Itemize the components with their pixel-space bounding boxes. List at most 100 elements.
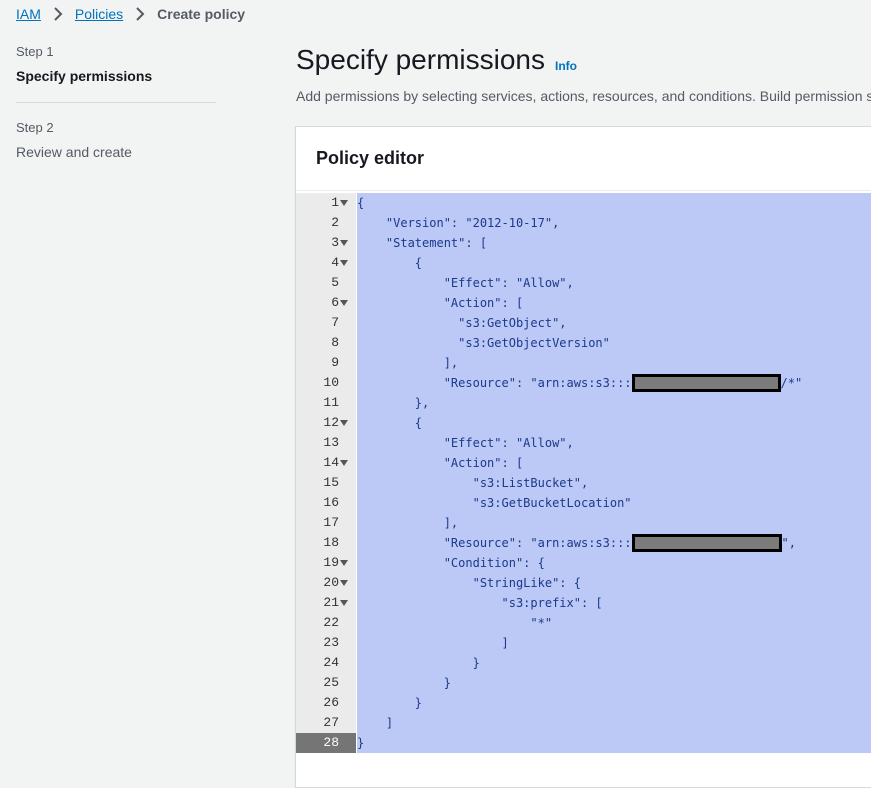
code-text: } [357, 696, 423, 710]
line-number-row: 21 [296, 593, 356, 613]
code-line: "Effect": "Allow", [357, 433, 871, 453]
code-text: "Action": [ [357, 296, 524, 310]
page-description: Add permissions by selecting services, a… [296, 88, 871, 104]
line-number-row: 6 [296, 293, 356, 313]
code-text: { [357, 196, 365, 210]
code-text: "Effect": "Allow", [357, 436, 574, 450]
line-number: 14 [323, 455, 339, 470]
line-number-row: 23 [296, 633, 356, 653]
line-number: 4 [331, 255, 339, 270]
line-number-row: 25 [296, 673, 356, 693]
code-text: ", [781, 536, 796, 550]
line-number-row: 10 [296, 373, 356, 393]
breadcrumb-iam-link[interactable]: IAM [16, 6, 41, 22]
fold-arrow-icon[interactable] [340, 560, 348, 566]
line-number-row: 24 [296, 653, 356, 673]
code-text: "StringLike": { [357, 576, 581, 590]
line-number-row: 28 [296, 733, 356, 753]
fold-arrow-icon[interactable] [340, 460, 348, 466]
line-number: 3 [331, 235, 339, 250]
code-text: "Resource": "arn:aws:s3::: [357, 536, 632, 550]
code-text: ], [357, 356, 459, 370]
line-number-row: 2 [296, 213, 356, 233]
info-link[interactable]: Info [555, 59, 577, 73]
step-2-title: Review and create [16, 144, 132, 160]
fold-arrow-icon[interactable] [340, 600, 348, 606]
code-line: "Condition": { [357, 553, 871, 573]
fold-arrow-icon[interactable] [340, 260, 348, 266]
code-line: "Statement": [ [357, 233, 871, 253]
line-number-row: 22 [296, 613, 356, 633]
line-number-row: 17 [296, 513, 356, 533]
code-text: ] [357, 716, 394, 730]
code-text: "s3:ListBucket", [357, 476, 589, 490]
line-number-row: 4 [296, 253, 356, 273]
line-number-row: 3 [296, 233, 356, 253]
code-line: "StringLike": { [357, 573, 871, 593]
breadcrumb-policies-link[interactable]: Policies [74, 6, 124, 22]
line-number: 27 [323, 715, 339, 730]
line-number: 23 [323, 635, 339, 650]
code-line: "s3:prefix": [ [357, 593, 871, 613]
chevron-right-icon [132, 6, 148, 22]
line-number-row: 1 [296, 193, 356, 213]
line-number-row: 20 [296, 573, 356, 593]
code-text: "Version": "2012-10-17", [357, 216, 560, 230]
code-text: "Action": [ [357, 456, 524, 470]
line-number-row: 13 [296, 433, 356, 453]
chevron-right-icon [50, 6, 66, 22]
code-line: ] [357, 633, 871, 653]
code-line: } [357, 733, 871, 753]
fold-arrow-icon[interactable] [340, 300, 348, 306]
code-line: "s3:GetObject", [357, 313, 871, 333]
code-line: "Version": "2012-10-17", [357, 213, 871, 233]
code-line: "Action": [ [357, 453, 871, 473]
code-text: "Effect": "Allow", [357, 276, 574, 290]
line-number: 22 [323, 615, 339, 630]
code-text: "s3:GetBucketLocation" [357, 496, 632, 510]
code-text: "s3:prefix": [ [357, 596, 603, 610]
line-number: 20 [323, 575, 339, 590]
fold-arrow-icon[interactable] [340, 420, 348, 426]
code-line: "s3:GetObjectVersion" [357, 333, 871, 353]
redacted-bucket-name [631, 533, 782, 552]
json-code-editor[interactable]: { "Version": "2012-10-17", "Statement": … [357, 193, 871, 753]
fold-arrow-icon[interactable] [340, 240, 348, 246]
code-line: ] [357, 713, 871, 733]
line-number-row: 26 [296, 693, 356, 713]
line-number-row: 16 [296, 493, 356, 513]
line-number: 13 [323, 435, 339, 450]
fold-arrow-icon[interactable] [340, 580, 348, 586]
code-line: { [357, 193, 871, 213]
code-line: "Effect": "Allow", [357, 273, 871, 293]
line-number: 7 [331, 315, 339, 330]
code-text: ], [357, 516, 459, 530]
line-number-row: 11 [296, 393, 356, 413]
line-number: 11 [323, 395, 339, 410]
line-number-row: 9 [296, 353, 356, 373]
redacted-bucket-name [631, 373, 781, 392]
breadcrumb: IAM Policies Create policy [16, 5, 245, 23]
policy-editor-title: Policy editor [316, 148, 425, 168]
step-1[interactable]: Step 1 Specify permissions [16, 44, 216, 85]
fold-arrow-icon[interactable] [340, 200, 348, 206]
line-number-row: 18 [296, 533, 356, 553]
code-line: "Action": [ [357, 293, 871, 313]
step-1-number: Step 1 [16, 44, 54, 59]
breadcrumb-current: Create policy [157, 6, 246, 22]
code-text: "s3:GetObjectVersion" [357, 336, 610, 350]
line-number: 19 [323, 555, 339, 570]
code-line: "Resource": "arn:aws:s3:::", [357, 533, 871, 553]
line-number: 18 [323, 535, 339, 550]
code-text: "Statement": [ [357, 236, 488, 250]
code-text: } [357, 656, 480, 670]
page-title: Specify permissions [296, 44, 545, 75]
line-number: 25 [323, 675, 339, 690]
code-text: } [357, 736, 365, 750]
editor-divider [296, 190, 871, 191]
step-1-title: Specify permissions [16, 68, 153, 84]
line-number-row: 7 [296, 313, 356, 333]
code-text: { [357, 416, 423, 430]
